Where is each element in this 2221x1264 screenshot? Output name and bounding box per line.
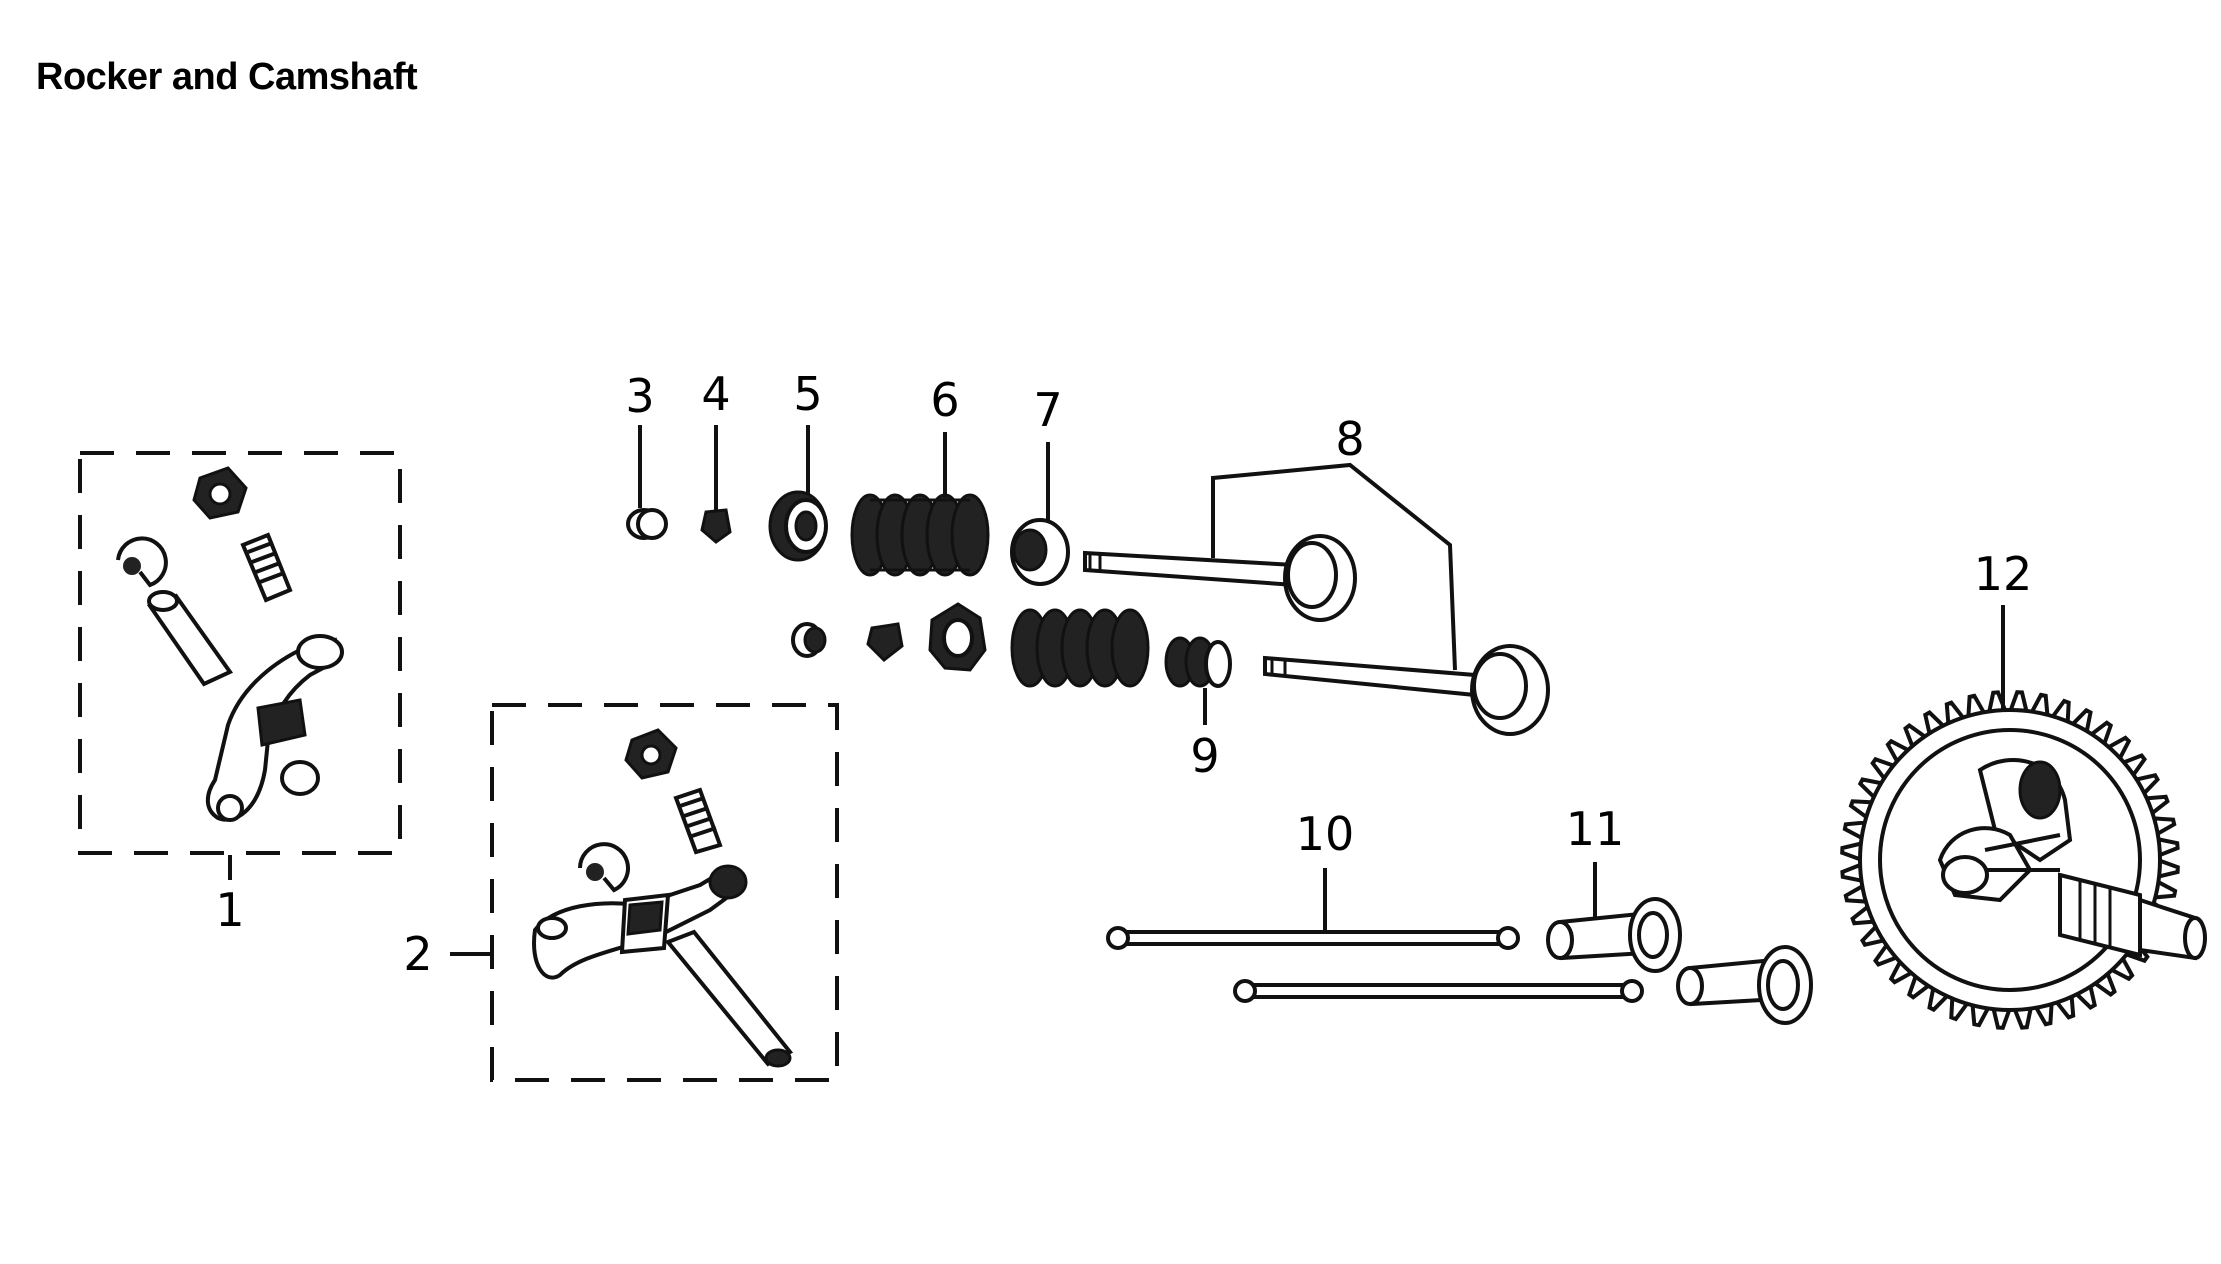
valve-guide-seal	[1164, 636, 1232, 688]
intake-valve	[1083, 534, 1357, 622]
rocker-arm-assembly-1: 1	[78, 451, 402, 937]
valve-train-lower	[791, 602, 1550, 736]
valve-spring-retainer	[928, 602, 987, 672]
push-rods	[1106, 926, 1644, 1003]
page-title: Rocker and Camshaft	[36, 56, 418, 98]
nut	[624, 728, 678, 780]
rocker-arm	[205, 634, 344, 822]
dashed-group-box-1	[78, 451, 402, 855]
adjusting-screw	[240, 532, 293, 603]
callout-12: 12	[1974, 547, 2033, 601]
callout-4: 4	[701, 367, 730, 421]
rocker-shaft	[146, 590, 234, 687]
valve-spring	[850, 493, 990, 577]
valve-cap	[626, 508, 668, 540]
valve-stem-seal	[1010, 518, 1070, 586]
camshaft-gear	[1840, 690, 2207, 1030]
rocker-arm	[532, 864, 748, 980]
pivot-ball	[116, 536, 168, 588]
callout-2: 2	[403, 927, 432, 981]
callout-11: 11	[1566, 802, 1625, 856]
callout-5: 5	[793, 367, 822, 421]
tappets	[1546, 897, 1813, 1025]
callout-7: 7	[1033, 383, 1062, 437]
pivot-ball	[578, 842, 630, 893]
callout-10: 10	[1296, 807, 1355, 861]
valve-cotter	[866, 622, 904, 662]
valve-spring	[1010, 608, 1150, 688]
valve-cap	[791, 622, 827, 658]
leader-bracket-8	[1211, 462, 1457, 671]
valve-train-upper	[626, 490, 1357, 622]
rocker-shaft	[664, 929, 794, 1068]
rocker-arm-assembly-2: 2	[403, 703, 839, 1082]
adjusting-screw	[673, 787, 723, 855]
callout-9: 9	[1190, 729, 1219, 783]
dashed-group-box-2	[490, 703, 839, 1082]
callout-6: 6	[930, 373, 959, 427]
nut	[192, 466, 248, 520]
callout-1: 1	[215, 883, 244, 937]
callout-3: 3	[625, 369, 654, 423]
callout-8: 8	[1335, 412, 1364, 466]
valve-spring-retainer	[768, 490, 828, 562]
exhaust-valve	[1263, 644, 1550, 736]
valve-cotter	[700, 508, 732, 544]
